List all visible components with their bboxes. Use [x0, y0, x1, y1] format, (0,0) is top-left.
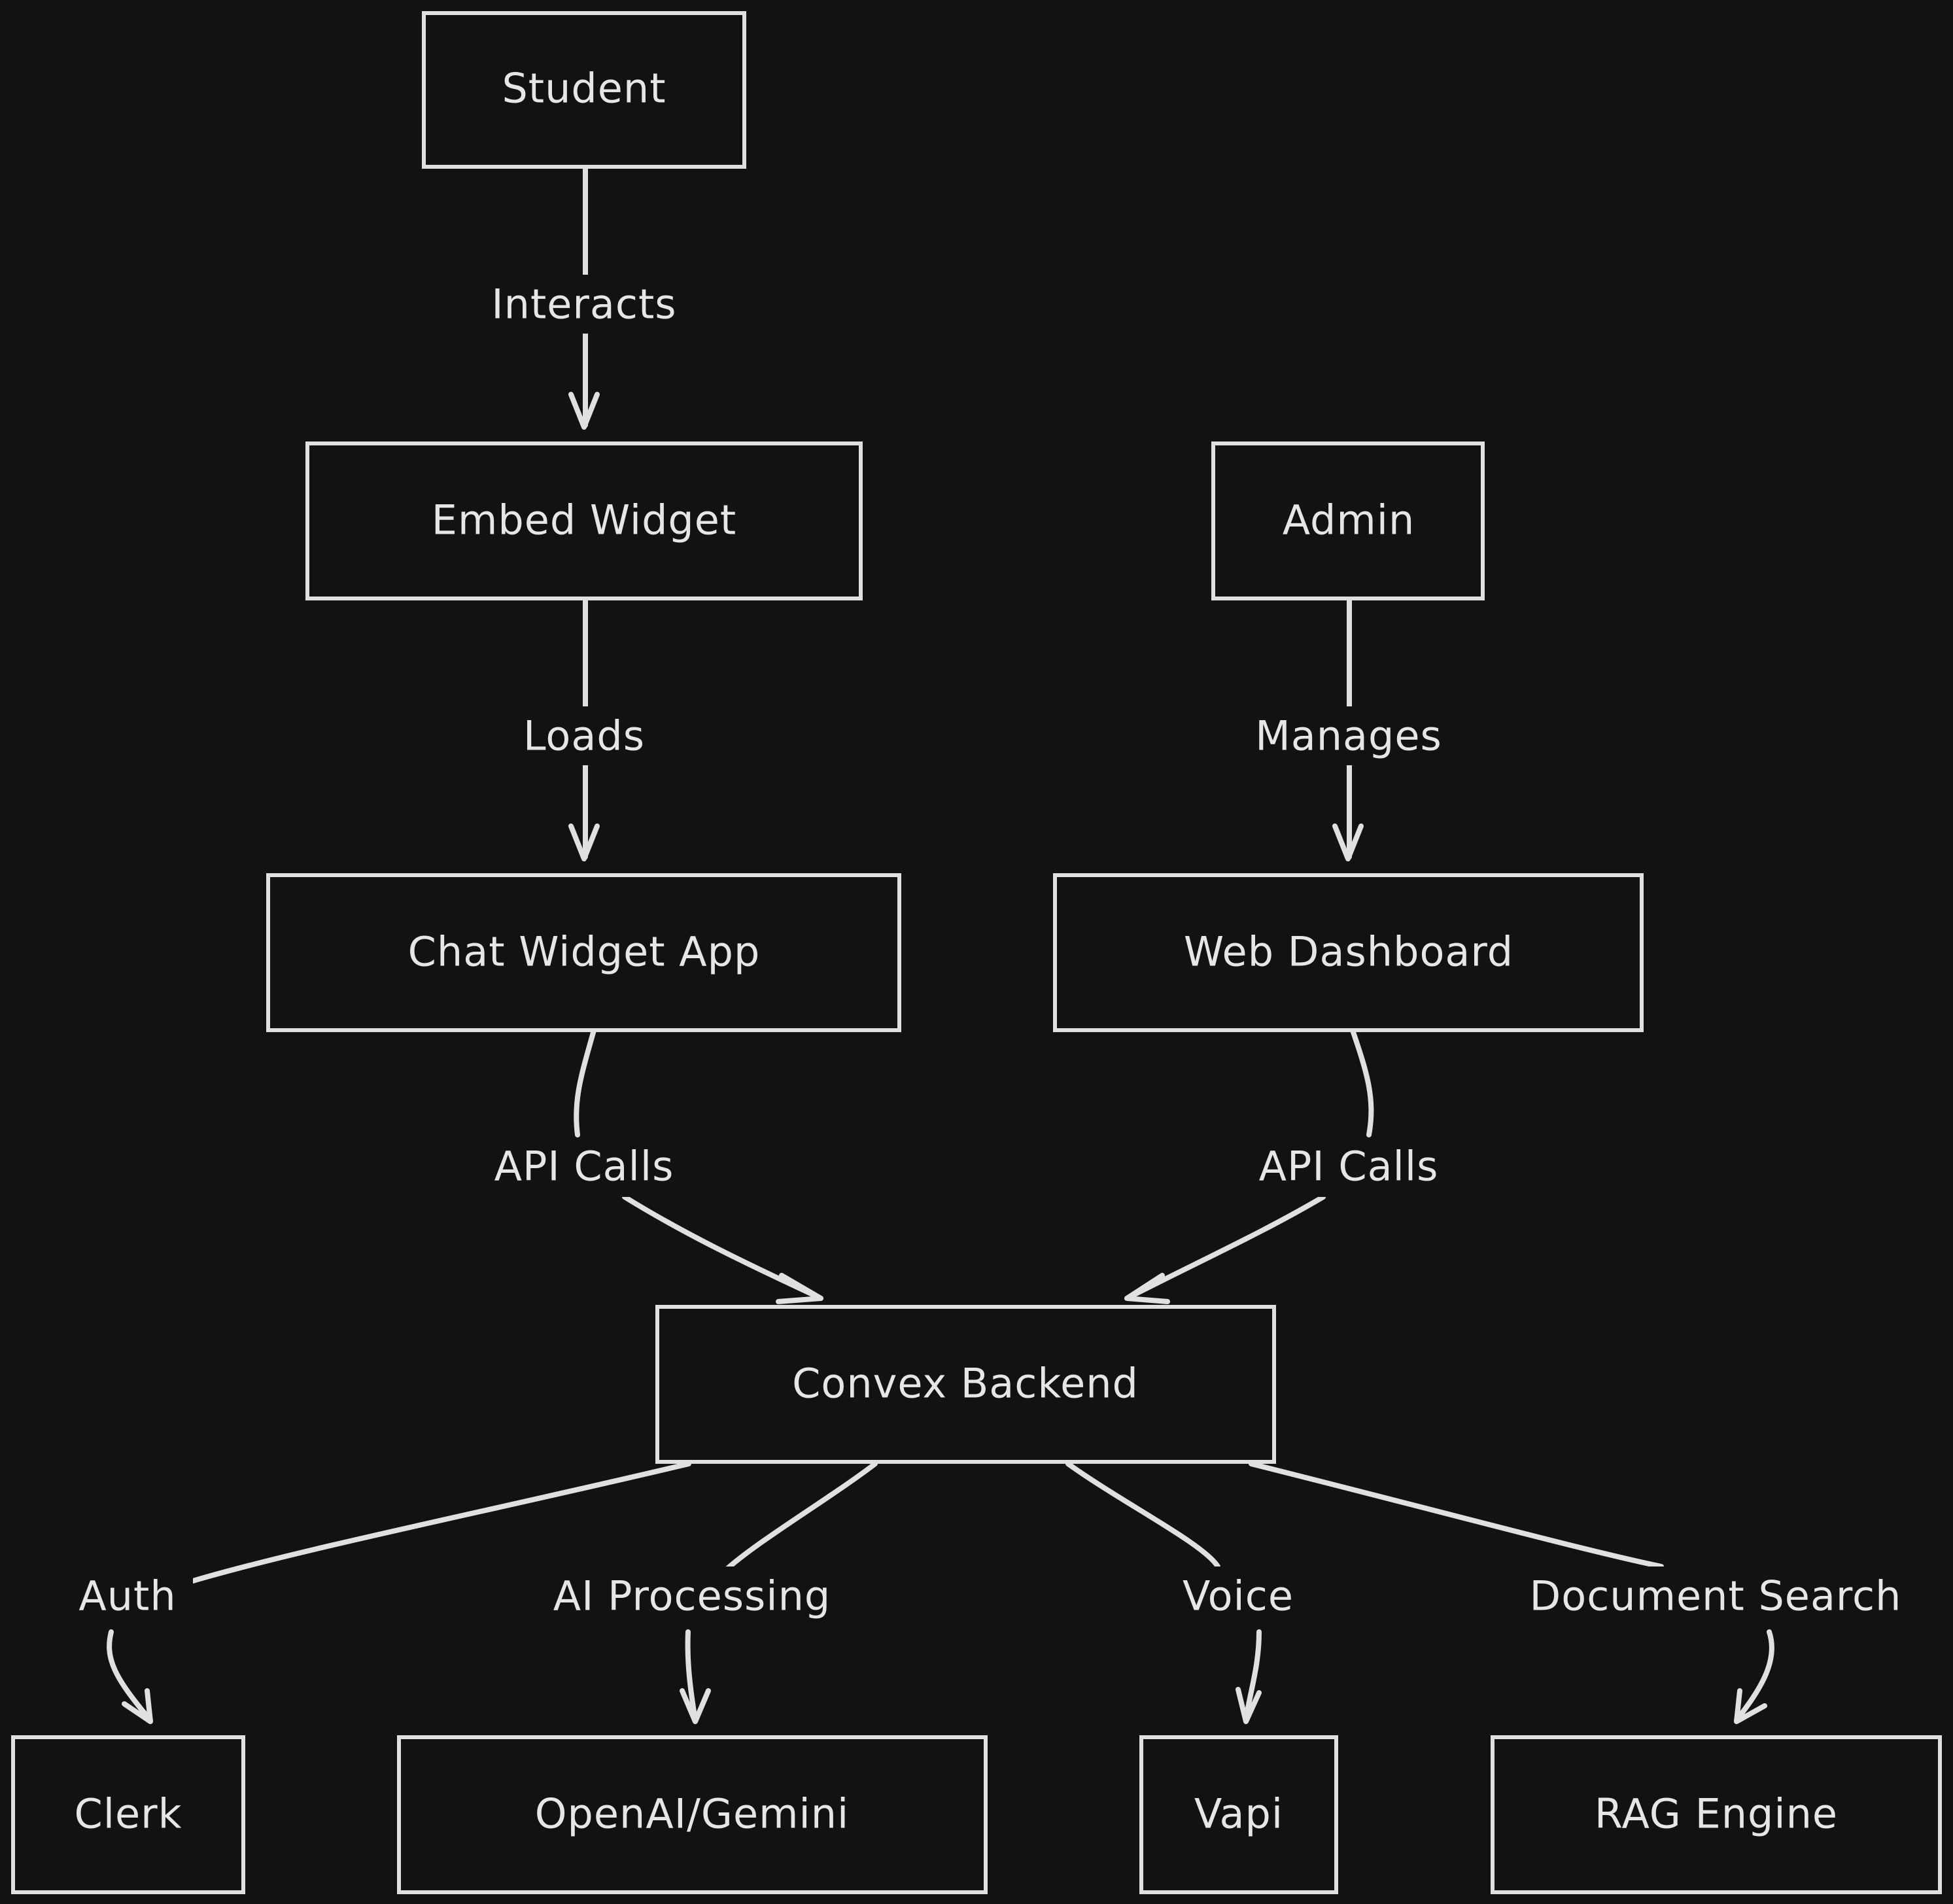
node-vapi[interactable]: Vapi: [1139, 1735, 1338, 1894]
node-web-dashboard[interactable]: Web Dashboard: [1053, 873, 1644, 1032]
edge-label-ai-processing: AI Processing: [553, 1572, 831, 1620]
node-label-admin: Admin: [1283, 496, 1415, 544]
node-label-clerk: Clerk: [74, 1790, 182, 1838]
node-label-web-dashboard: Web Dashboard: [1184, 928, 1513, 976]
edge-manages: Manages: [1246, 598, 1453, 861]
edge-label-auth: Auth: [78, 1572, 176, 1620]
node-label-embed-widget: Embed Widget: [432, 496, 736, 544]
edge-label-manages: Manages: [1255, 712, 1442, 760]
edge-ai-processing: AI Processing: [523, 1461, 878, 1724]
edge-api-calls-chat: API Calls: [474, 1028, 823, 1304]
edge-auth: Auth: [62, 1461, 691, 1724]
node-label-convex-backend: Convex Backend: [792, 1360, 1139, 1408]
edge-label-interacts: Interacts: [491, 281, 676, 328]
node-admin[interactable]: Admin: [1211, 441, 1485, 600]
edge-api-calls-dashboard: API Calls: [1124, 1028, 1460, 1304]
edge-label-loads: Loads: [523, 712, 645, 760]
node-chat-widget-app[interactable]: Chat Widget App: [266, 873, 901, 1032]
edge-voice: Voice: [1065, 1461, 1305, 1724]
edge-label-api-calls-dashboard: API Calls: [1259, 1143, 1439, 1190]
edge-label-api-calls-chat: API Calls: [494, 1143, 674, 1190]
node-student[interactable]: Student: [422, 11, 746, 169]
edge-loads: Loads: [507, 598, 664, 861]
node-label-chat-widget-app: Chat Widget App: [408, 928, 761, 976]
node-label-rag-engine: RAG Engine: [1595, 1790, 1838, 1838]
node-convex-backend[interactable]: Convex Backend: [655, 1305, 1276, 1464]
node-openai-gemini[interactable]: OpenAI/Gemini: [397, 1735, 988, 1894]
node-embed-widget[interactable]: Embed Widget: [305, 441, 863, 600]
node-label-openai-gemini: OpenAI/Gemini: [535, 1790, 850, 1838]
edge-label-voice: Voice: [1183, 1572, 1294, 1620]
node-rag-engine[interactable]: RAG Engine: [1491, 1735, 1942, 1894]
node-label-student: Student: [502, 65, 666, 113]
edge-label-document-search: Document Search: [1530, 1572, 1902, 1620]
edge-document-search: Document Search: [1249, 1461, 1916, 1724]
node-clerk[interactable]: Clerk: [11, 1735, 245, 1894]
edge-interacts: Interacts: [468, 166, 703, 430]
node-label-vapi: Vapi: [1194, 1790, 1283, 1838]
